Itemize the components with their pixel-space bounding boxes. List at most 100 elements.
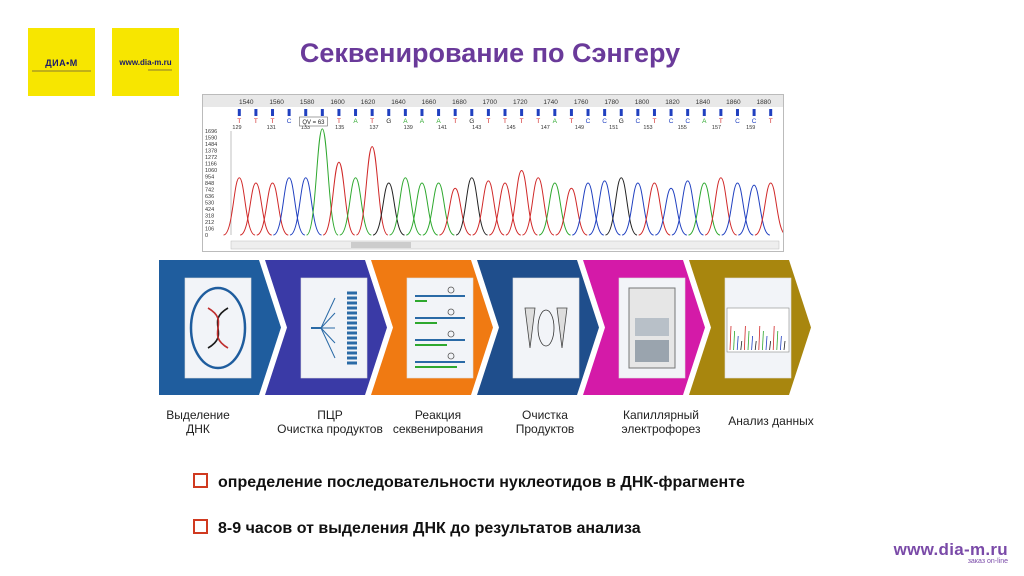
tube xyxy=(556,307,568,349)
tree-branch xyxy=(320,327,336,344)
trace-peak xyxy=(306,128,339,236)
position-label: 145 xyxy=(506,125,515,131)
y-tick-label: 1484 xyxy=(205,142,217,148)
tree-leaf xyxy=(347,346,357,350)
trace-peak xyxy=(721,182,754,236)
quality-bar xyxy=(337,109,341,116)
base-call: T xyxy=(652,118,656,125)
y-tick-label: 106 xyxy=(205,227,214,233)
tree-branch xyxy=(320,327,336,359)
purification-icon-art xyxy=(524,307,568,349)
quality-bar xyxy=(735,109,739,116)
trace-peak xyxy=(638,182,671,236)
bullet-text: определение последовательности нуклеотид… xyxy=(218,474,745,491)
base-call: A xyxy=(403,118,408,125)
instrument-panel xyxy=(635,340,669,362)
trace-peak xyxy=(555,187,588,236)
base-call: G xyxy=(469,118,474,125)
trace-peak xyxy=(322,161,356,236)
quality-bar xyxy=(619,109,623,116)
tree-leaf xyxy=(347,311,357,315)
trace-peak xyxy=(740,340,743,351)
base-call: A xyxy=(702,118,707,125)
bullet-item: определение последовательности нуклеотид… xyxy=(193,473,745,492)
y-tick-label: 636 xyxy=(205,194,214,200)
process-flow xyxy=(159,260,811,395)
footer-tagline: заказ on-line xyxy=(967,558,1008,565)
quality-bar xyxy=(237,109,241,116)
scrollbar-thumb xyxy=(351,242,411,248)
trace-peak xyxy=(772,325,775,351)
quality-bar xyxy=(636,109,640,116)
ruler-tick-label: 1600 xyxy=(330,99,345,106)
quality-bar xyxy=(453,109,457,116)
primer-marker xyxy=(447,308,455,316)
tree-leaf xyxy=(347,341,357,345)
trace-peak xyxy=(289,177,322,236)
ruler-tick-label: 1820 xyxy=(665,99,680,106)
quality-bar xyxy=(669,109,673,116)
ruler-tick-label: 1840 xyxy=(696,99,711,106)
y-tick-label: 1060 xyxy=(205,168,217,174)
footer-logo[interactable]: www.dia-m.ru заказ on-line xyxy=(894,540,1008,565)
dia-m-logo: ДИА•М xyxy=(28,28,95,96)
position-label: 157 xyxy=(712,125,721,131)
quality-bar xyxy=(470,109,474,116)
y-tick-label: 1166 xyxy=(205,162,217,168)
base-call: T xyxy=(569,118,573,125)
trace-peak xyxy=(671,180,704,236)
quality-bar xyxy=(403,109,407,116)
ruler-tick-label: 1640 xyxy=(391,99,406,106)
y-tick-label: 742 xyxy=(205,188,214,194)
trace-peak xyxy=(744,325,746,351)
pcr-tree-icon-art xyxy=(311,291,357,365)
position-label: 137 xyxy=(369,125,378,131)
purification-icon xyxy=(512,277,580,379)
trace-peak xyxy=(758,325,761,351)
quality-bar xyxy=(553,109,557,116)
trace-peak xyxy=(472,180,505,236)
quality-bar xyxy=(652,109,656,116)
base-call: C xyxy=(287,118,292,125)
trace-peak xyxy=(765,335,768,351)
tree-leaf xyxy=(347,356,357,360)
bullet-text: 8-9 часов от выделения ДНК до результато… xyxy=(218,520,641,537)
y-tick-label: 424 xyxy=(205,207,214,213)
base-call: T xyxy=(769,118,773,125)
trace-peak xyxy=(605,177,638,236)
logo-subline xyxy=(148,69,172,71)
quality-bar xyxy=(486,109,490,116)
y-tick-label: 1272 xyxy=(205,155,217,161)
checkbox-bullet-icon xyxy=(193,473,208,488)
swirl xyxy=(537,309,555,347)
quality-bar xyxy=(769,109,773,116)
ruler-tick-label: 1760 xyxy=(574,99,589,106)
trace-peak xyxy=(455,177,488,236)
quality-bar xyxy=(603,109,607,116)
trace-peak xyxy=(355,146,389,236)
base-call: A xyxy=(553,118,558,125)
base-call: T xyxy=(271,118,275,125)
ruler-tick-label: 1700 xyxy=(483,99,498,106)
slide-title: Секвенирование по Сэнгеру xyxy=(299,38,681,68)
trace-peak xyxy=(655,187,688,236)
trace-peak xyxy=(754,340,757,351)
trace-peak xyxy=(239,182,272,236)
quality-bar xyxy=(536,109,540,116)
ruler-tick-label: 1580 xyxy=(300,99,315,106)
base-call: G xyxy=(619,118,624,125)
trace-peak xyxy=(439,187,472,236)
quality-bar xyxy=(304,109,308,116)
ruler-tick-label: 1800 xyxy=(635,99,650,106)
base-call: T xyxy=(486,118,490,125)
base-call: T xyxy=(337,118,341,125)
trace-peak xyxy=(736,335,739,351)
quality-bar xyxy=(503,109,507,116)
base-call: A xyxy=(353,118,358,125)
step-label: Анализ данных xyxy=(728,414,814,428)
tree-branch xyxy=(320,312,336,329)
y-tick-label: 318 xyxy=(205,214,214,220)
primer-marker xyxy=(447,330,455,338)
tree-leaf xyxy=(347,291,357,295)
ruler-tick-label: 1860 xyxy=(726,99,741,106)
